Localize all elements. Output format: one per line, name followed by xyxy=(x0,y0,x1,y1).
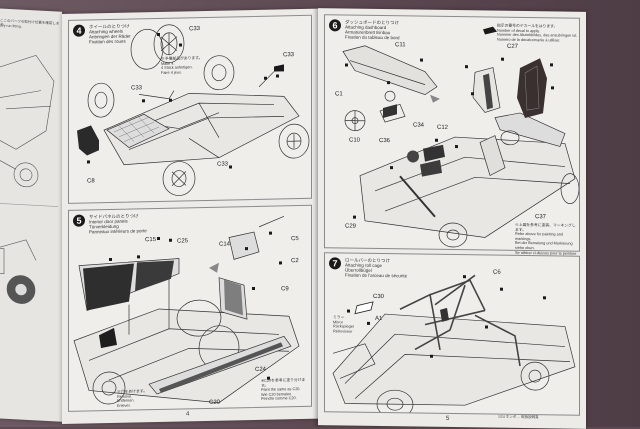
part-label-c12: C12 xyxy=(437,124,449,131)
part-label-c34: C34 xyxy=(413,122,425,129)
part-label-c29: C29 xyxy=(345,223,357,230)
part-label-c11: C11 xyxy=(395,42,406,49)
part-label-c36: C36 xyxy=(379,137,391,145)
part-label-a1: A1 xyxy=(375,315,383,323)
part-label-c33: C33 xyxy=(217,161,229,168)
part-label-c9: C9 xyxy=(281,286,289,293)
part-label-c33: C33 xyxy=(189,26,201,33)
part-label-c10: C10 xyxy=(349,137,361,144)
roll-cage-drawing xyxy=(332,274,576,415)
page-footer: 1/24 ホンダ ... 取扱説明書 xyxy=(498,414,539,420)
dashboard-seat-drawing xyxy=(342,26,579,248)
part-label-c37: C37 xyxy=(535,214,547,221)
prev-page-drawing xyxy=(0,55,58,304)
part-label-c8: C8 xyxy=(87,178,95,185)
part-label-c15: C15 xyxy=(145,237,157,244)
part-label-c24: C24 xyxy=(255,366,267,373)
previous-page: ここのパーツの取付け位置を確認します。 Dry run fitting. xyxy=(0,8,62,422)
part-label-c27: C27 xyxy=(507,43,519,50)
page-5: 6 ダッシュボードのとりつけ Attaching dashboard Armat… xyxy=(318,8,586,429)
step-5-panel: 5 サイドパネルのとりつけ Interior door panels Türve… xyxy=(68,204,312,412)
part-label-c25: C25 xyxy=(177,238,189,245)
page-4: 4 ホイールのとりつけ Attaching wheels Anbringen d… xyxy=(62,8,318,424)
part-label-c20: C20 xyxy=(209,399,221,406)
part-label-c30: C30 xyxy=(373,293,385,301)
paint-note: ※C20を参考に塗り分けます。 Paint the same as C20. W… xyxy=(261,377,306,402)
step-6-panel: 6 ダッシュボードのとりつけ Attaching dashboard Armat… xyxy=(324,14,580,259)
step-4-panel: 4 ホイールのとりつけ Attaching wheels Anbringen d… xyxy=(68,14,312,204)
page-number: 5 xyxy=(446,415,450,422)
part-label-c33: C33 xyxy=(131,85,143,92)
remove-note: ※穴をあけます。 Remove. Entfernen. Enlever. xyxy=(117,389,147,408)
part-label-c1: C1 xyxy=(335,91,343,98)
door-panels-drawing xyxy=(73,216,300,405)
step-7-panel: 7 ロールバーのとりつけ Attaching roll cage Überrol… xyxy=(324,252,580,416)
part-label-c33: C33 xyxy=(283,52,295,59)
page-number: 4 xyxy=(186,411,190,418)
part-label-c2: C2 xyxy=(291,258,299,265)
part-label-c5: C5 xyxy=(291,236,299,243)
chassis-wheels-drawing xyxy=(77,24,310,196)
part-label-c6: C6 xyxy=(493,269,501,276)
part-label-c14: C14 xyxy=(219,241,231,248)
